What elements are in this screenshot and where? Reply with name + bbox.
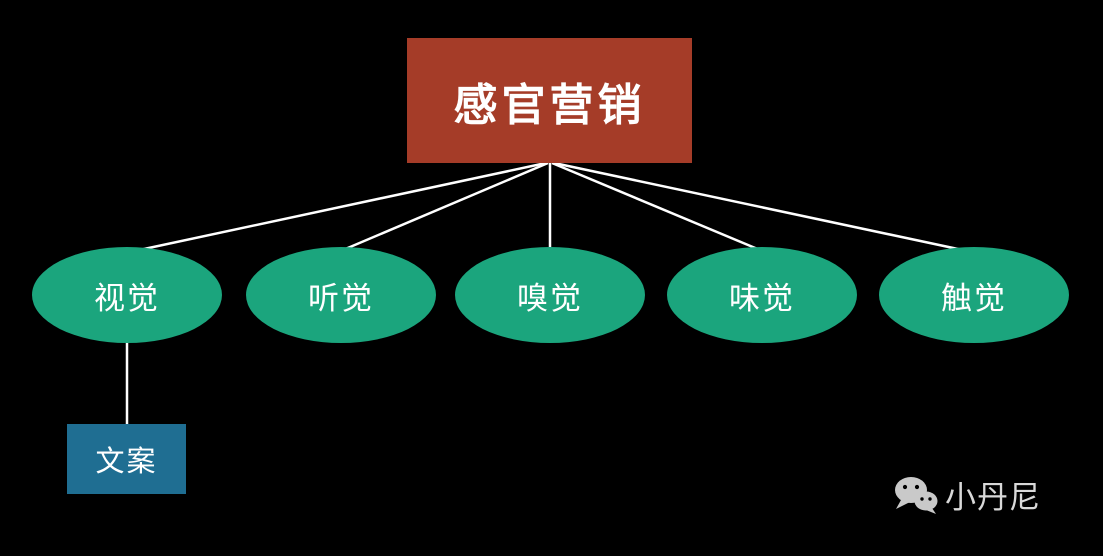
leaf-node-copywriting: 文案 xyxy=(67,424,186,494)
sense-node-taste: 味觉 xyxy=(667,247,857,343)
sense-node-vision: 视觉 xyxy=(32,247,222,343)
watermark-label: 小丹尼 xyxy=(945,480,1041,515)
sense-node-touch: 触觉 xyxy=(879,247,1069,343)
sense-node-smell: 嗅觉 xyxy=(455,247,645,343)
root-node-sensory-marketing: 感官营销 xyxy=(407,38,692,163)
wechat-icon xyxy=(893,474,939,516)
watermark: 小丹尼 xyxy=(893,472,1041,517)
sense-node-hearing: 听觉 xyxy=(246,247,436,343)
